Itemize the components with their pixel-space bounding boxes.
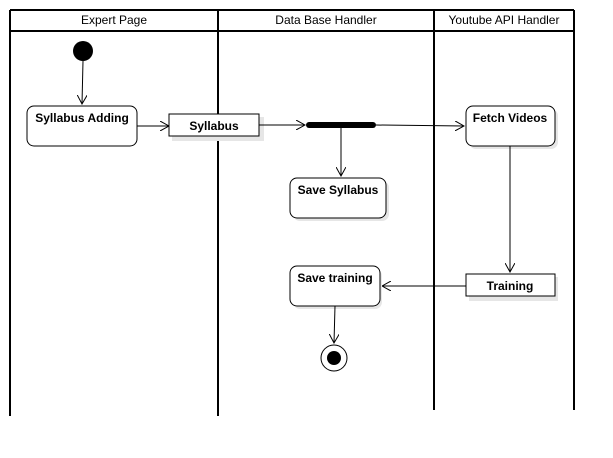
object-node-training: Training	[465, 273, 558, 301]
action-save-training: Save training	[289, 265, 382, 309]
action-save-syllabus: Save Syllabus	[289, 177, 389, 221]
lane-title-youtube-api-handler: Youtube API Handler	[449, 13, 560, 27]
final-node	[320, 344, 348, 372]
action-fetch-videos: Fetch Videos	[465, 105, 558, 149]
edge-fork-to-fetch-videos	[375, 125, 464, 126]
fork-bar	[306, 122, 376, 128]
lane-title-expert-page: Expert Page	[81, 13, 147, 27]
action-label-save-training: Save training	[297, 271, 372, 285]
action-label-syllabus-adding: Syllabus Adding	[35, 111, 129, 125]
action-syllabus-adding: Syllabus Adding	[26, 105, 138, 147]
initial-node	[73, 41, 93, 61]
swimlane-frame	[9, 9, 575, 416]
object-label-syllabus: Syllabus	[189, 119, 239, 133]
object-node-syllabus: Syllabus	[168, 113, 264, 141]
object-label-training: Training	[487, 279, 534, 293]
action-label-fetch-videos: Fetch Videos	[473, 111, 548, 125]
lane-title-database-handler: Data Base Handler	[275, 13, 376, 27]
edge-save-training-to-final	[334, 305, 335, 343]
action-label-save-syllabus: Save Syllabus	[298, 183, 379, 197]
edge-initial-to-syllabus-adding	[82, 60, 83, 104]
